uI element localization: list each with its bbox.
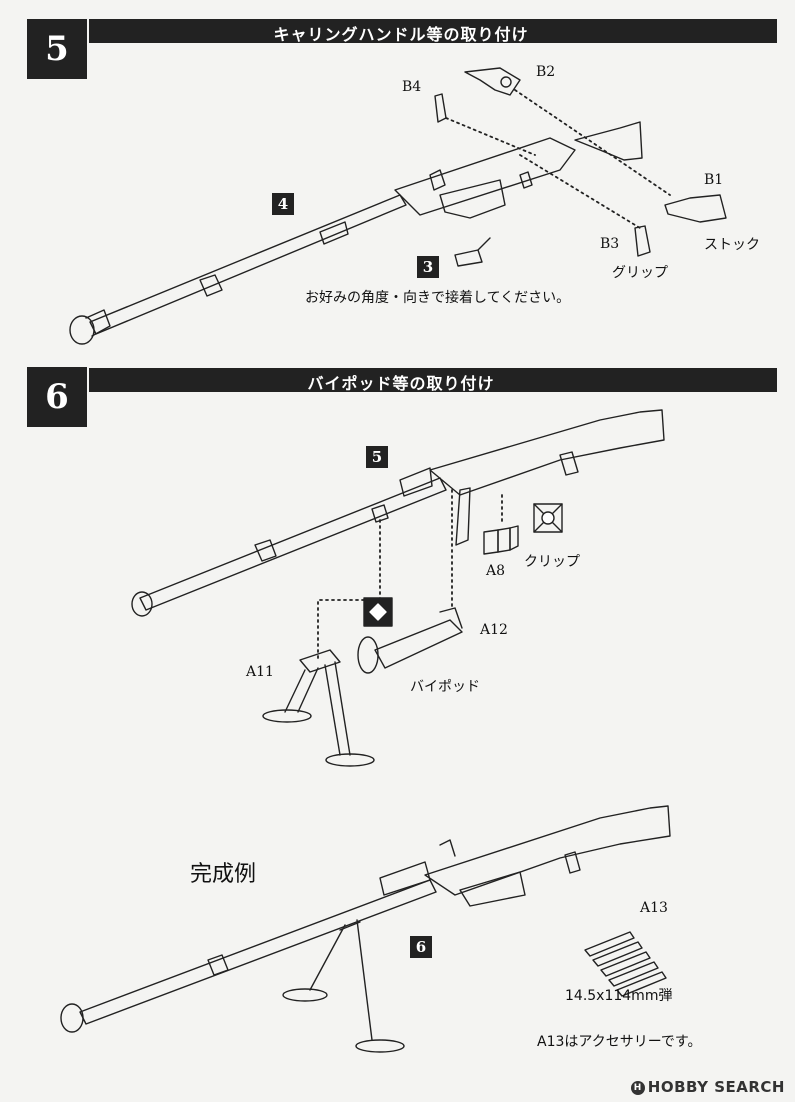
glue-icon: [533, 503, 563, 533]
ammo-drawing: [584, 931, 667, 997]
part-tag-3: 3: [417, 256, 439, 278]
part-label-b3: B3: [600, 236, 620, 252]
part-label-b1: B1: [704, 172, 724, 188]
part-b2-drawing: [464, 67, 521, 96]
part-b4-drawing: [434, 93, 447, 123]
part-a8-drawing: [483, 525, 519, 555]
part-tag-4: 4: [272, 193, 294, 215]
step5-rifle-drawing: [69, 137, 576, 345]
step6-number: 6: [25, 365, 89, 429]
ammo-label: 14.5x114mm弾: [565, 988, 673, 1004]
bipod-label: バイポッド: [410, 679, 480, 695]
step5-title: キャリングハンドル等の取り付け: [273, 25, 529, 44]
step5-title-bar: キャリングハンドル等の取り付け: [25, 19, 777, 44]
part-label-a8: A8: [486, 563, 506, 579]
step5-number: 5: [25, 17, 89, 81]
part-b3-drawing: [634, 225, 651, 257]
grip-label: グリップ: [612, 265, 668, 281]
part-label-b2: B2: [536, 64, 556, 80]
part-label-a13: A13: [640, 900, 668, 916]
part-tag-5: 5: [366, 446, 388, 468]
part-tag-6: 6: [410, 936, 432, 958]
hobby-search-logo-icon: H: [630, 1080, 645, 1095]
part-a12-drawing: [357, 607, 463, 674]
completed-heading: 完成例: [190, 862, 257, 887]
accessory-note: A13はアクセサリーです。: [537, 1034, 702, 1050]
part-3-drawing: [454, 237, 491, 267]
rotate-icon: [363, 597, 393, 627]
step6-rifle-drawing: [131, 409, 665, 617]
completed-rifle-drawing: [60, 805, 671, 1053]
stock-label: ストック: [704, 237, 760, 253]
part-label-a11: A11: [246, 664, 274, 680]
part-b1-drawing: [664, 194, 727, 223]
step6-guide-lines: [317, 489, 503, 661]
step6-title-bar: バイポッド等の取り付け: [25, 368, 777, 393]
watermark-text: HOBBY SEARCH: [647, 1078, 785, 1096]
part-stock-assembly-drawing: [574, 121, 643, 161]
part-label-b4: B4: [402, 79, 422, 95]
step6-title: バイポッド等の取り付け: [307, 374, 495, 393]
step5-guide-lines: [445, 89, 671, 229]
step5-note: お好みの角度・向きで接着してください。: [305, 290, 571, 306]
part-a11-bipod-drawing: [262, 649, 375, 767]
clip-label: クリップ: [524, 554, 580, 570]
part-label-a12: A12: [480, 622, 508, 638]
